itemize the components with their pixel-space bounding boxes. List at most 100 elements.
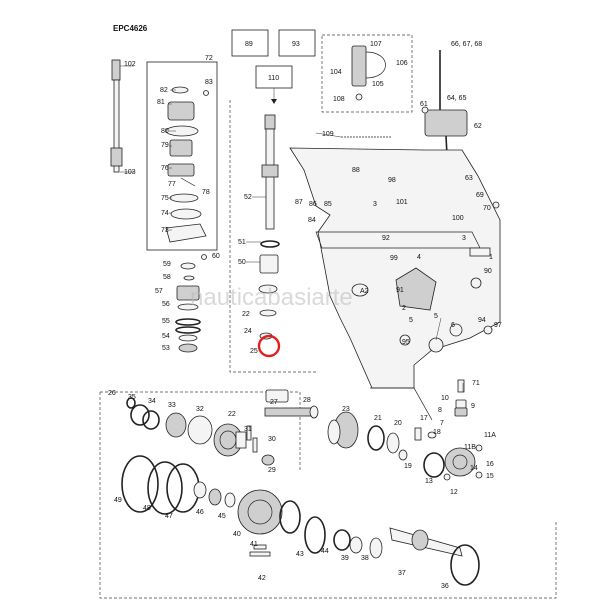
svg-text:44: 44 [321, 548, 329, 555]
bearing-rings-bottom [121, 455, 236, 515]
svg-text:11A: 11A [484, 432, 496, 439]
svg-text:9: 9 [471, 403, 475, 410]
svg-text:13: 13 [425, 478, 433, 485]
svg-text:28: 28 [303, 397, 311, 404]
svg-text:75: 75 [161, 195, 169, 202]
svg-text:81: 81 [157, 99, 165, 106]
svg-text:30: 30 [268, 436, 276, 443]
ring-43 [349, 536, 363, 554]
svg-text:10: 10 [441, 395, 449, 402]
svg-text:94: 94 [478, 317, 486, 324]
svg-text:72: 72 [205, 55, 213, 62]
svg-text:22: 22 [228, 411, 236, 418]
svg-text:88: 88 [352, 167, 360, 174]
propeller-shaft-27-28 [264, 389, 319, 419]
svg-text:8: 8 [438, 407, 442, 414]
part-box-93 [278, 29, 316, 57]
svg-text:61: 61 [420, 101, 428, 108]
driveshaft-upper [111, 59, 121, 81]
gear-23 [327, 411, 359, 449]
svg-text:59: 59 [163, 261, 171, 268]
svg-text:78: 78 [202, 189, 210, 196]
svg-text:38: 38 [361, 555, 369, 562]
svg-text:106: 106 [396, 60, 408, 67]
part-box-89 [231, 29, 269, 57]
small-pins-30-31 [246, 425, 258, 453]
svg-text:64, 65: 64, 65 [447, 95, 467, 102]
svg-text:20: 20 [394, 420, 402, 427]
bearing-carrier-40 [237, 489, 301, 535]
svg-text:43: 43 [296, 551, 304, 558]
svg-text:58: 58 [163, 274, 171, 281]
svg-text:32: 32 [196, 406, 204, 413]
svg-text:31: 31 [244, 426, 252, 433]
svg-text:74: 74 [161, 210, 169, 217]
svg-text:86: 86 [309, 201, 317, 208]
svg-text:46: 46 [196, 509, 204, 516]
svg-text:6: 6 [451, 322, 455, 329]
svg-text:62: 62 [474, 123, 482, 130]
svg-text:27: 27 [270, 399, 278, 406]
water-pump-kit-frame [146, 61, 218, 251]
ring-36 [450, 544, 480, 586]
driveshaft-spline [110, 147, 123, 167]
driveshaft-102-group [110, 59, 134, 173]
ring-39 [304, 516, 326, 554]
svg-text:3: 3 [373, 201, 377, 208]
svg-text:52: 52 [244, 194, 252, 201]
leader-lines [168, 89, 464, 392]
bearing-carrier-group [423, 444, 483, 481]
svg-text:39: 39 [341, 555, 349, 562]
svg-text:56: 56 [162, 301, 170, 308]
watermark: nauticabasiarte [190, 284, 353, 311]
svg-text:84: 84 [308, 217, 316, 224]
svg-text:82: 82 [160, 87, 168, 94]
pinion-gear-22 [213, 423, 247, 457]
svg-text:19: 19 [404, 463, 412, 470]
svg-text:60: 60 [212, 253, 220, 260]
highlight-circle [257, 334, 281, 358]
svg-text:48: 48 [143, 505, 151, 512]
svg-text:26: 26 [108, 390, 116, 397]
svg-text:77: 77 [168, 181, 176, 188]
svg-text:34: 34 [148, 398, 156, 405]
svg-text:70: 70 [483, 205, 491, 212]
svg-text:97: 97 [494, 322, 502, 329]
rings-20-21 [367, 425, 400, 454]
shift-bracket-104-108 [351, 45, 386, 101]
svg-text:41: 41 [250, 541, 258, 548]
svg-text:50: 50 [238, 259, 246, 266]
svg-text:89: 89 [245, 41, 253, 48]
svg-text:57: 57 [155, 288, 163, 295]
driveshaft-shaft [113, 79, 120, 173]
svg-text:49: 49 [114, 497, 122, 504]
parts-9-10 [454, 379, 468, 417]
svg-text:18: 18 [433, 429, 441, 436]
svg-text:37: 37 [398, 570, 406, 577]
svg-text:101: 101 [396, 199, 408, 206]
svg-text:3: 3 [462, 235, 466, 242]
svg-text:53: 53 [162, 345, 170, 352]
gearcase-right-parts [449, 201, 500, 337]
svg-text:22: 22 [242, 311, 250, 318]
svg-text:92: 92 [382, 235, 390, 242]
svg-text:79: 79 [161, 142, 169, 149]
svg-text:73: 73 [161, 227, 169, 234]
svg-text:36: 36 [441, 583, 449, 590]
svg-text:103: 103 [124, 169, 136, 176]
svg-text:71: 71 [472, 380, 480, 387]
svg-text:87: 87 [295, 199, 303, 206]
diagram-code: EPC4626 [113, 24, 148, 33]
washer-38 [369, 537, 383, 559]
svg-text:40: 40 [233, 531, 241, 538]
svg-text:12: 12 [450, 489, 458, 496]
svg-text:95: 95 [402, 339, 410, 346]
svg-text:42: 42 [258, 575, 266, 582]
svg-text:14: 14 [470, 465, 478, 472]
water-pump-parts [165, 86, 209, 243]
stack-53-60 [175, 254, 207, 353]
svg-text:63: 63 [465, 175, 473, 182]
cap-29 [261, 454, 275, 466]
svg-text:5: 5 [434, 313, 438, 320]
svg-text:91: 91 [396, 287, 404, 294]
